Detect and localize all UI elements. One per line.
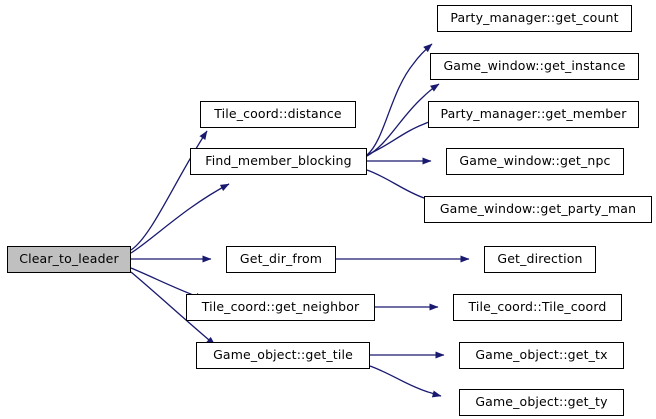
node-gw_get_party_man[interactable]: Game_window::get_party_man [424, 196, 652, 223]
node-party_get_count[interactable]: Party_manager::get_count [437, 5, 632, 32]
node-tile_coord_ctor[interactable]: Tile_coord::Tile_coord [453, 294, 622, 321]
node-go_get_tx[interactable]: Game_object::get_tx [459, 342, 624, 369]
edge-find_member-to-gw_get_instance [366, 83, 440, 157]
edge-find_member-to-party_get_member [366, 118, 438, 156]
node-label-gw_get_instance: Game_window::get_instance [443, 58, 626, 74]
node-label-party_get_member: Party_manager::get_member [440, 106, 627, 122]
node-label-go_get_tx: Game_object::get_tx [475, 347, 608, 363]
node-get_direction[interactable]: Get_direction [484, 246, 596, 273]
node-label-get_dir_from: Get_dir_from [239, 251, 323, 267]
node-label-go_get_tile: Game_object::get_tile [213, 347, 353, 363]
node-label-go_get_ty: Game_object::get_ty [475, 394, 608, 410]
node-label-find_member: Find_member_blocking [205, 153, 352, 169]
node-gw_get_instance[interactable]: Game_window::get_instance [430, 53, 639, 80]
node-label-party_get_count: Party_manager::get_count [450, 10, 619, 26]
node-gw_get_npc[interactable]: Game_window::get_npc [446, 148, 624, 175]
node-label-gw_get_party_man: Game_window::get_party_man [439, 201, 637, 217]
node-label-tile_coord_ctor: Tile_coord::Tile_coord [468, 299, 607, 315]
node-get_dir_from[interactable]: Get_dir_from [226, 246, 336, 273]
node-label-gw_get_npc: Game_window::get_npc [459, 153, 611, 169]
node-party_get_member[interactable]: Party_manager::get_member [428, 101, 639, 128]
node-label-clear_to_leader: Clear_to_leader [19, 251, 119, 267]
node-find_member[interactable]: Find_member_blocking [190, 148, 367, 175]
edge-clear_to_leader-to-go_get_tile [130, 271, 216, 346]
edge-go_get_tile-to-go_get_ty [369, 365, 442, 398]
node-tile_distance[interactable]: Tile_coord::distance [200, 101, 356, 128]
node-label-get_direction: Get_direction [497, 251, 583, 267]
node-clear_to_leader[interactable]: Clear_to_leader [7, 246, 131, 273]
edge-find_member-to-party_get_count [366, 43, 433, 156]
node-label-tile_distance: Tile_coord::distance [214, 106, 342, 122]
edge-clear_to_leader-to-find_member [130, 183, 230, 254]
node-go_get_tile[interactable]: Game_object::get_tile [196, 342, 370, 369]
node-go_get_ty[interactable]: Game_object::get_ty [459, 389, 624, 416]
node-label-tile_get_neighbor: Tile_coord::get_neighbor [201, 299, 360, 315]
node-tile_get_neighbor[interactable]: Tile_coord::get_neighbor [186, 294, 375, 321]
